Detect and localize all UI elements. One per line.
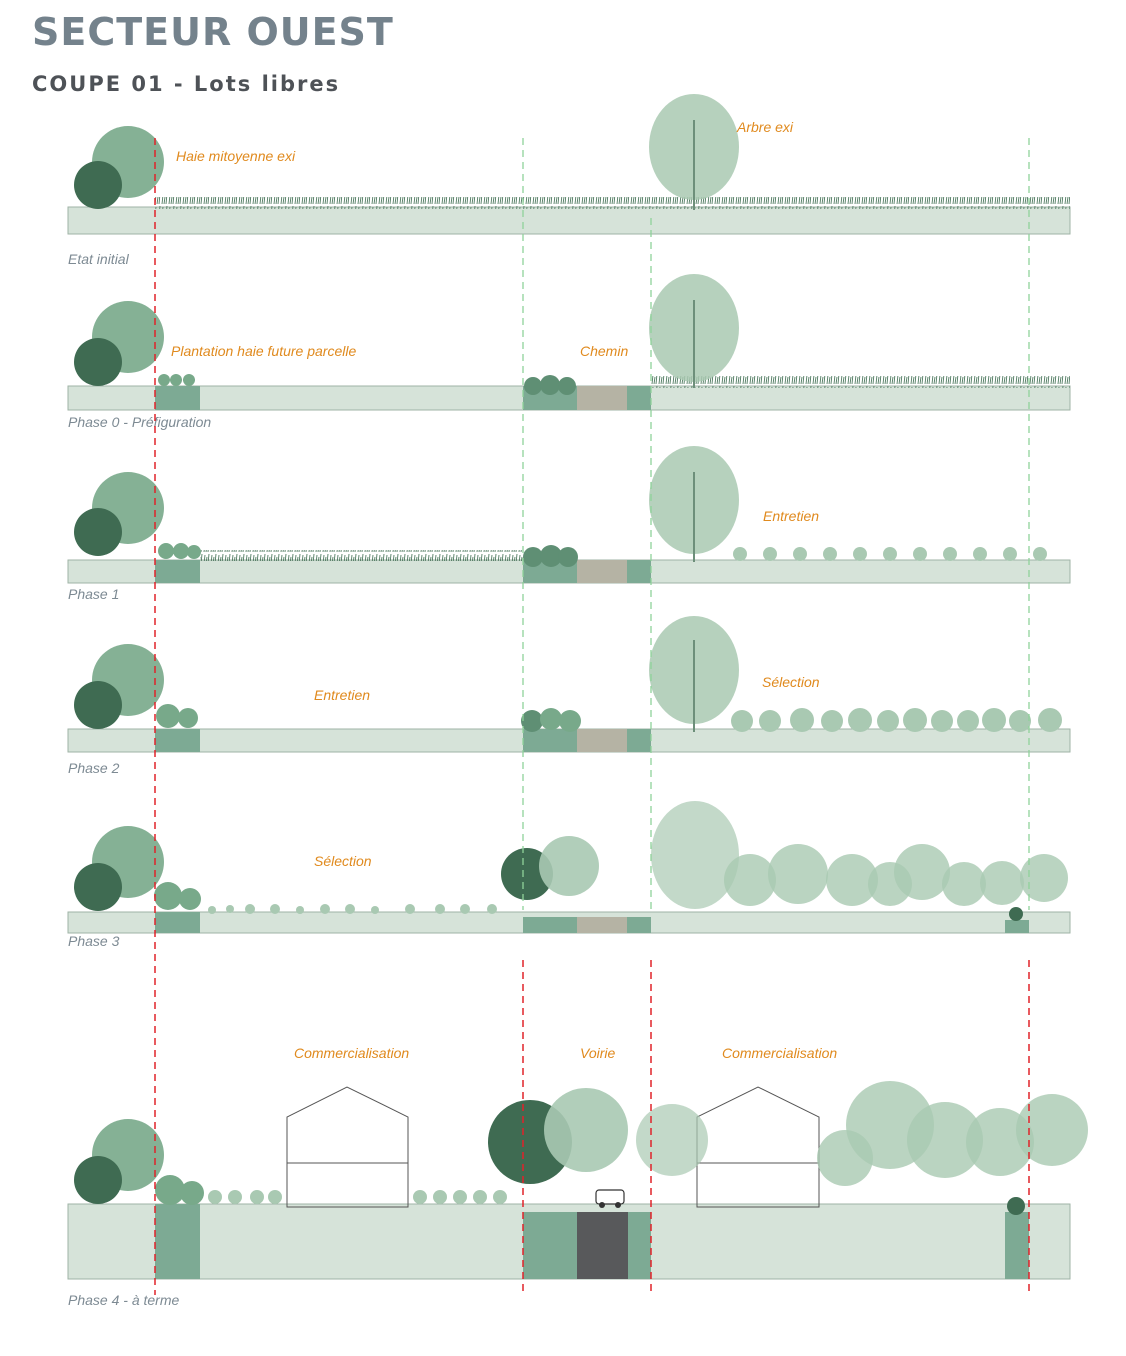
hedge-band [155, 729, 200, 752]
annotation-hedge: Haie mitoyenne exi [176, 148, 296, 164]
existing-hedge [74, 826, 164, 911]
roadside-trees [488, 1088, 628, 1184]
phase-label: Etat initial [68, 251, 130, 267]
annotation-commercialisation-west: Commercialisation [294, 1045, 409, 1061]
phase-label: Phase 1 [68, 586, 119, 602]
guide-lines [154, 138, 1030, 1295]
section-subtitle: COUPE 01 - Lots libres [32, 72, 341, 96]
hedge-band [155, 912, 200, 933]
existing-hedge [74, 644, 164, 729]
phase-label: Phase 4 - à terme [68, 1292, 179, 1308]
hedge-saplings [158, 374, 195, 386]
annotation-maintenance: Entretien [314, 687, 370, 703]
annotation-commercialisation-east: Commercialisation [722, 1045, 837, 1061]
hedge-growth [156, 704, 198, 728]
existing-hedge [74, 301, 164, 386]
grass-strip [200, 550, 523, 561]
hedge-growth [158, 543, 201, 559]
hedge-band [155, 560, 200, 583]
parked-car [595, 1189, 625, 1208]
annotation-tree: Arbre exi [736, 119, 794, 135]
young-trees [521, 708, 581, 732]
phase-label: Phase 3 [68, 933, 120, 949]
existing-hedge [74, 126, 164, 209]
house-outline [286, 1086, 409, 1208]
planted-strip [628, 1212, 651, 1279]
annotation-path: Chemin [580, 343, 628, 359]
page-title: SECTEUR OUEST [32, 10, 394, 54]
annotation-road: Voirie [580, 1045, 615, 1061]
hedge-band [155, 1204, 200, 1279]
annotation-selection: Sélection [314, 853, 372, 869]
planted-strip [627, 729, 651, 752]
ground [67, 206, 1071, 235]
grass-strip [155, 197, 1070, 209]
planted-strip [627, 917, 651, 933]
planted-strip [523, 1212, 577, 1279]
planted-strip [627, 560, 651, 583]
phase-label: Phase 0 - Préfiguration [68, 414, 211, 430]
small-shrubs [208, 904, 497, 914]
existing-tree [649, 274, 739, 388]
planted-strip [523, 917, 577, 933]
planted-shrubs [523, 545, 578, 567]
road [577, 1212, 628, 1279]
existing-tree [649, 446, 739, 562]
tree-row [651, 801, 1068, 921]
hedge-growth [154, 882, 201, 910]
planted-strip [1005, 1212, 1029, 1279]
young-shrub-row [733, 547, 1047, 561]
path-strip [577, 560, 627, 583]
grass-strip [651, 376, 1070, 388]
hedge-band [155, 386, 200, 410]
annotation-hedge-planting: Plantation haie future parcelle [171, 343, 356, 359]
planted-shrubs [524, 375, 576, 395]
existing-tree [649, 94, 739, 210]
shrub-row [731, 708, 1062, 732]
section-row-phase-4: Commercialisation Voirie Commercialisati… [67, 1045, 1088, 1308]
planted-strip [1005, 920, 1029, 933]
path-strip [577, 917, 627, 933]
annotation-selection: Sélection [762, 674, 820, 690]
mature-tree-row [636, 1081, 1088, 1215]
section-row-phase-2: Entretien Sélection Phase 2 [67, 616, 1071, 776]
section-row-initial: Haie mitoyenne exi Arbre exi Etat initia… [67, 94, 1071, 267]
planted-strip [627, 386, 651, 410]
house-outline [696, 1086, 820, 1208]
annotation-maintenance: Entretien [763, 508, 819, 524]
path-strip [577, 386, 627, 410]
existing-hedge [74, 472, 164, 556]
section-row-phase-3: Sélection Phase 3 [67, 801, 1071, 949]
phase-label: Phase 2 [68, 760, 120, 776]
growing-trees [501, 836, 599, 900]
existing-tree [649, 616, 739, 732]
section-row-phase-0: Plantation haie future parcelle Chemin P… [67, 274, 1071, 430]
section-row-phase-1: Entretien Phase 1 [67, 446, 1071, 602]
planted-strip [523, 729, 577, 752]
path-strip [577, 729, 627, 752]
mature-hedge [155, 1175, 507, 1205]
existing-hedge [74, 1119, 164, 1204]
